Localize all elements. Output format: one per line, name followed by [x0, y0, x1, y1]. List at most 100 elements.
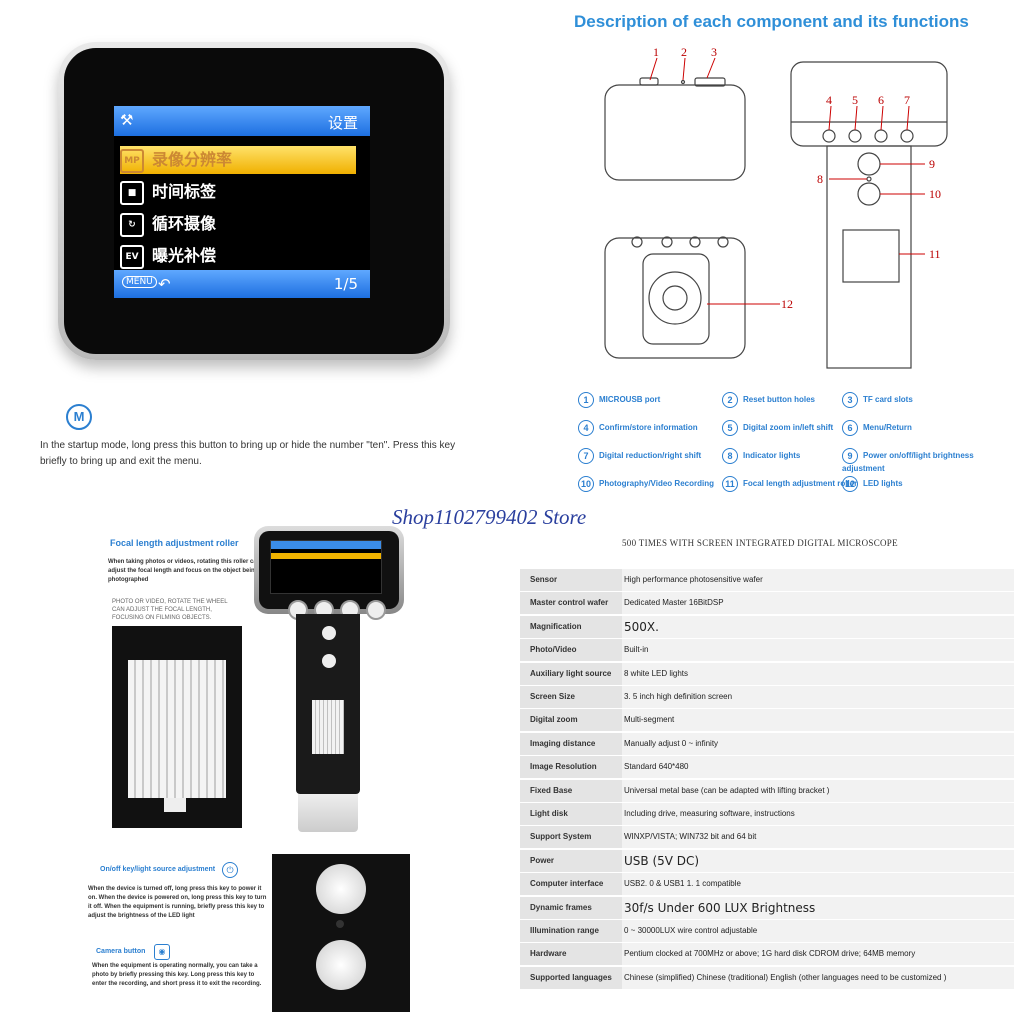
spec-value: High performance photosensitive wafer — [624, 575, 763, 584]
spec-value: 3. 5 inch high definition screen — [624, 692, 733, 701]
spec-key: Image Resolution — [520, 756, 622, 779]
legend-num: 10 — [578, 476, 594, 492]
lcd-item-label: 录像分辨率 — [152, 150, 233, 169]
legend-num: 2 — [722, 392, 738, 408]
onoff-title: On/off key/light source adjustment — [100, 866, 216, 873]
legend-label: Reset button holes — [743, 395, 816, 405]
spec-value: Manually adjust 0 ~ infinity — [624, 738, 719, 748]
svg-text:1: 1 — [653, 45, 659, 59]
spec-value: WINXP/VISTA; WIN732 bit and 64 bit — [624, 832, 757, 842]
store-watermark: Shop1102799402 Store — [388, 505, 591, 530]
mp-icon: MP — [120, 148, 144, 173]
spec-key: Photo/Video — [520, 639, 622, 662]
legend-num: 3 — [842, 392, 858, 408]
svg-text:9: 9 — [929, 157, 935, 171]
spec-key: Auxiliary light source — [520, 662, 622, 685]
legend-label: Indicator lights — [743, 451, 801, 461]
wrench-icon: ⚒ — [120, 111, 134, 129]
spec-key: Fixed Base — [520, 779, 622, 802]
microscope-handle — [296, 614, 360, 794]
lcd-header-bar: ⚒ 设置 — [114, 106, 370, 136]
legend-label: Power on/off/light brightness adjustment — [842, 451, 974, 473]
spec-key: Support System — [520, 826, 622, 849]
svg-text:4: 4 — [826, 93, 832, 107]
lcd-item: ■ 时间标签 — [120, 178, 356, 206]
lcd-item-label: 循环摄像 — [152, 214, 217, 233]
legend-label: Focal length adjustment roller — [743, 479, 858, 489]
spec-value: 500X. — [624, 619, 659, 634]
spec-key: Supported languages — [520, 966, 622, 989]
spec-key: Screen Size — [520, 686, 622, 708]
spec-key: Hardware Requirements — [520, 943, 622, 980]
m-button-description: In the startup mode, long press this but… — [40, 440, 456, 467]
spec-value: Built-in — [624, 645, 649, 655]
m-button-icon: M — [66, 404, 92, 430]
spec-value: Including drive, measuring software, ins… — [624, 809, 795, 818]
spec-value: 30f/s Under 600 LUX Brightness — [624, 900, 816, 915]
legend-item: 8 Indicator lights — [722, 448, 800, 464]
spec-key: Computer interface — [520, 873, 622, 896]
lcd-item-label: 时间标签 — [152, 182, 217, 201]
legend-num: 8 — [722, 448, 738, 464]
legend-num: 4 — [578, 420, 594, 436]
power-icon: ⏻ — [222, 862, 238, 878]
legend-label: Digital zoom in/left shift — [743, 423, 834, 433]
legend-label: Digital reduction/right shift — [599, 451, 702, 461]
photo-icon: ■ — [120, 180, 144, 205]
zoom-out-button — [366, 600, 386, 620]
legend-item: 10 Photography/Video Recording — [578, 476, 714, 492]
legend-label: MICROUSB port — [599, 395, 661, 405]
svg-text:5: 5 — [852, 93, 858, 107]
roller-closeup-photo — [112, 626, 242, 828]
spec-key: Illumination range — [520, 920, 622, 942]
focal-description: When taking photos or videos, rotating t… — [108, 559, 261, 583]
lcd-footer-bar: MENU ↶ 1/5 — [114, 270, 370, 298]
camera-title: Camera button — [96, 948, 146, 955]
legend-label: Photography/Video Recording — [599, 479, 714, 489]
spec-value: 0 ~ 30000LUX wire control adjustable — [624, 926, 758, 935]
diagram-title: Description of each component and its fu… — [574, 12, 969, 31]
spec-key: Power — [520, 849, 622, 872]
ev-icon: EV — [120, 244, 144, 269]
spec-value: Pentium clocked at 700MHz or above; 1G h… — [624, 949, 916, 959]
svg-text:6: 6 — [878, 93, 884, 107]
legend-num: 7 — [578, 448, 594, 464]
spec-key: Sensor — [520, 569, 622, 591]
spec-table-title: 500 TIMES WITH SCREEN INTEGRATED DIGITAL… — [622, 538, 898, 548]
back-icon: ↶ — [158, 275, 171, 293]
focal-caption: PHOTO OR VIDEO, ROTATE THE WHEEL CAN ADJ… — [112, 599, 228, 621]
legend-label: Menu/Return — [863, 423, 912, 433]
legend-label: Confirm/store information — [599, 423, 698, 433]
menu-badge: MENU — [122, 276, 157, 288]
legend-label: TF card slots — [863, 395, 913, 405]
legend-label: LED lights — [863, 479, 903, 489]
legend-num: 11 — [722, 476, 738, 492]
legend-item: 4 Confirm/store information — [578, 420, 698, 436]
lcd-item: MP 录像分辨率 — [120, 146, 356, 174]
microscope-lens-cap — [298, 794, 358, 832]
lcd-header: 设置 — [327, 114, 358, 132]
spec-value: Dedicated Master 16BitDSP — [624, 598, 724, 608]
spec-value: Universal metal base (can be adapted wit… — [624, 785, 830, 795]
legend-item: 2 Reset button holes — [722, 392, 815, 408]
svg-text:12: 12 — [781, 297, 793, 311]
buttons-closeup-photo — [272, 854, 410, 1012]
